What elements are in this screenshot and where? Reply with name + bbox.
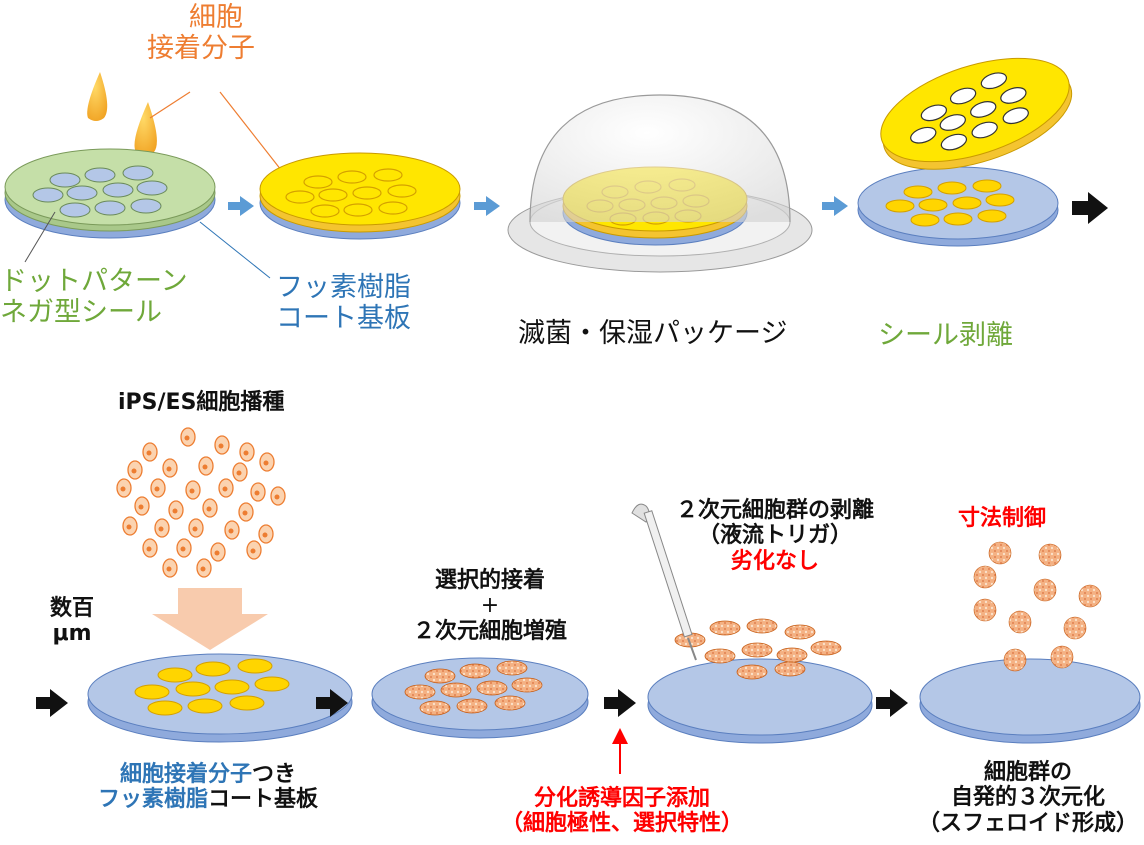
cell-nucleus	[202, 464, 208, 470]
cell-nucleus	[228, 528, 234, 534]
cell-nucleus	[243, 450, 249, 456]
cell-nucleus	[254, 490, 260, 496]
cell-nucleus	[172, 508, 178, 514]
arrow-icon	[36, 689, 68, 717]
detach-label: ２次元細胞群の剥離 （液流トリガ） 劣化なし	[675, 498, 874, 574]
adhesive-substrate	[87, 653, 353, 743]
scale-label: 数百 μm	[49, 596, 94, 647]
arrow-icon	[876, 689, 908, 717]
differentiation-factor-label: 分化誘導因子添加 （細胞極性、選択特性）	[500, 786, 743, 837]
substrate-label: フッ素樹脂 コート基板	[276, 272, 411, 335]
cell-nucleus	[218, 443, 224, 449]
pipette-icon	[631, 503, 697, 661]
peel-label: シール剥離	[878, 320, 1013, 351]
cell-patch-substrate	[371, 657, 589, 739]
arrow-up-icon	[612, 728, 628, 744]
size-control-label: 寸法制御	[958, 506, 1047, 531]
spheroid-substrate	[919, 658, 1141, 744]
cell-nucleus	[206, 506, 212, 512]
cell-nucleus	[200, 566, 206, 572]
cell-nucleus	[158, 526, 164, 532]
cell-nucleus	[146, 450, 152, 456]
cell-nucleus	[189, 488, 195, 494]
negative-seal-disk	[4, 148, 216, 239]
adhesive-substrate-caption: 細胞接着分子つき フッ素樹脂コート基板	[97, 762, 319, 813]
cell-nucleus	[146, 546, 152, 552]
seeded-cells	[116, 427, 286, 578]
arrow-icon	[316, 689, 348, 717]
selective-adhesion-label: 選択的接着 + ２次元細胞増殖	[412, 568, 567, 644]
cell-nucleus	[154, 486, 160, 492]
droplet-icon	[87, 72, 157, 156]
cell-nucleus	[250, 548, 256, 554]
molecule-label: 細胞 接着分子	[147, 2, 255, 65]
cell-nucleus	[126, 524, 132, 530]
peeled-seal	[880, 57, 1073, 170]
cell-nucleus	[214, 550, 220, 556]
cell-nucleus	[166, 466, 172, 472]
cell-nucleus	[180, 546, 186, 552]
arrow-icon	[228, 196, 254, 216]
arrow-icon	[604, 689, 636, 717]
cell-nucleus	[222, 486, 228, 492]
package-dome	[507, 94, 813, 273]
cell-nucleus	[166, 566, 172, 572]
cell-nucleus	[192, 526, 198, 532]
cell-nucleus	[184, 435, 190, 441]
detaching-substrate	[647, 618, 873, 744]
arrow-icon	[474, 196, 500, 216]
cell-nucleus	[242, 510, 248, 516]
cell-nucleus	[262, 532, 268, 538]
cell-nucleus	[274, 494, 280, 500]
cell-nucleus	[131, 468, 137, 474]
cell-nucleus	[138, 504, 144, 510]
cell-nucleus	[120, 486, 126, 492]
cell-nucleus	[263, 460, 269, 466]
spheroids	[973, 541, 1102, 672]
spheroid-label: 細胞群の 自発的３次元化 （スフェロイド形成）	[917, 760, 1138, 836]
seal-label: ドットパターン ネガ型シール	[0, 266, 188, 329]
cell-nucleus	[236, 470, 242, 476]
package-label: 滅菌・保湿パッケージ	[518, 318, 788, 349]
arrow-down-icon	[152, 588, 268, 650]
arrow-icon	[1072, 192, 1108, 224]
seeding-label: iPS/ES細胞播種	[118, 390, 285, 415]
coated-substrate-disk	[259, 152, 461, 240]
peeled-substrate	[857, 166, 1059, 247]
arrow-icon	[822, 196, 848, 216]
